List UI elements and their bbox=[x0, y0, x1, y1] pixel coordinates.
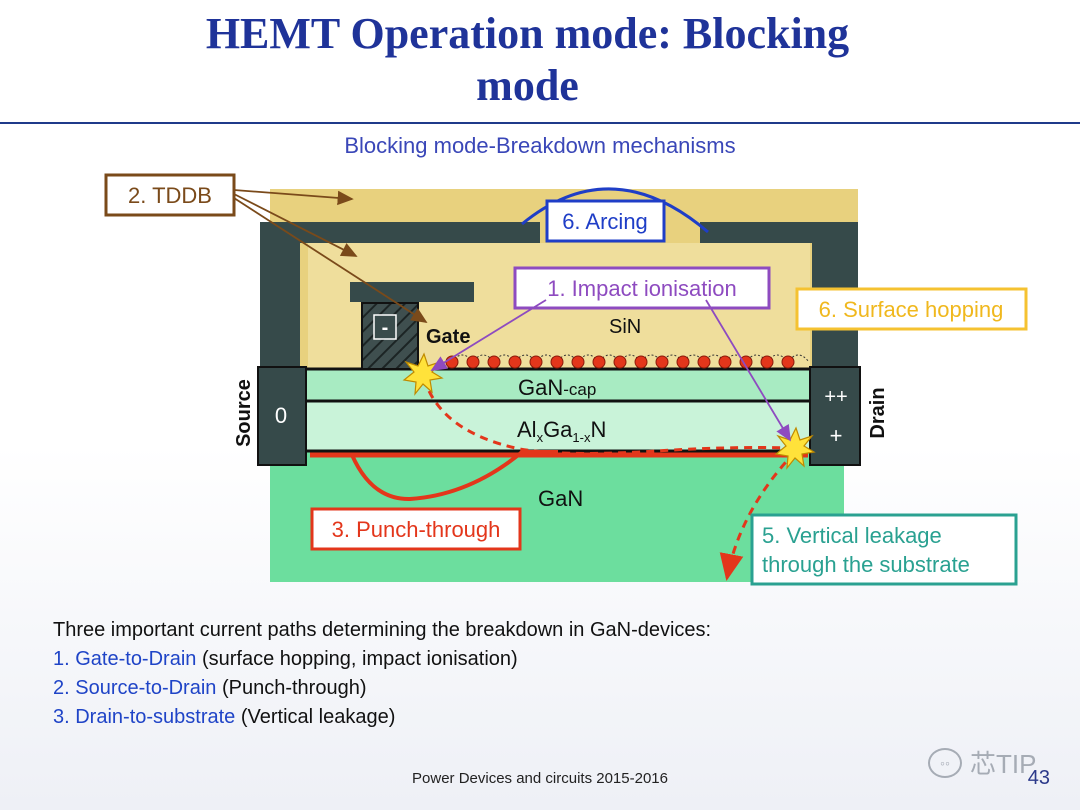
wechat-logo-icon: ◦◦ bbox=[928, 747, 962, 778]
slide-title-line-2: mode bbox=[476, 61, 579, 110]
gate-field-plate bbox=[350, 282, 474, 302]
summary-item-detail: (surface hopping, impact ionisation) bbox=[196, 648, 518, 670]
impact-arrow-gate bbox=[430, 299, 547, 371]
tddb-box bbox=[104, 173, 236, 217]
drain-potential-mid: + bbox=[830, 423, 843, 448]
impact-ionisation-box bbox=[513, 266, 771, 310]
summary-intro: Three important current paths determinin… bbox=[53, 619, 712, 641]
slide-title-line-1: HEMT Operation mode: Blocking bbox=[205, 9, 850, 58]
watermark: ◦◦ 芯TIP bbox=[928, 744, 1036, 781]
tddb-arrow-2 bbox=[233, 193, 358, 257]
summary-item-name: 3. Drain-to-substrate bbox=[53, 706, 236, 728]
drain-contact bbox=[809, 366, 861, 466]
tddb-arrow-3 bbox=[233, 197, 428, 323]
watermark-text: 芯TIP bbox=[970, 749, 1037, 779]
gan-label: GaN bbox=[538, 486, 583, 511]
vertical-leakage-label-line-2: through the substrate bbox=[762, 552, 970, 577]
summary-item: 2. Source-to-Drain (Punch-through) bbox=[53, 674, 711, 703]
summary-item-name: 2. Source-to-Drain bbox=[53, 677, 217, 699]
drain-field-plate bbox=[700, 222, 858, 369]
source-field-plate bbox=[260, 222, 540, 369]
punch-through-path bbox=[312, 450, 558, 502]
summary-item-name: 1. Gate-to-Drain bbox=[53, 648, 197, 670]
title-divider bbox=[0, 122, 1080, 124]
impact-arrow-drain bbox=[705, 299, 791, 442]
drain-potential-top: ++ bbox=[824, 386, 847, 408]
source-potential: 0 bbox=[275, 403, 287, 428]
diagram-heading: Blocking mode-Breakdown mechanisms bbox=[344, 133, 736, 158]
gate-label: Gate bbox=[426, 326, 470, 348]
surface-hopping-box bbox=[795, 287, 1028, 331]
vertical-leakage-path bbox=[719, 450, 797, 581]
summary-item: 1. Gate-to-Drain (surface hopping, impac… bbox=[53, 645, 711, 674]
arcing-label: 6. Arcing bbox=[562, 209, 648, 234]
sin-label: SiN bbox=[609, 316, 641, 338]
gate-charge-box bbox=[373, 314, 397, 340]
vertical-leakage-box bbox=[750, 513, 1018, 586]
summary-item: 3. Drain-to-substrate (Vertical leakage) bbox=[53, 703, 711, 732]
tddb-label: 2. TDDB bbox=[128, 183, 212, 208]
punch-through-box bbox=[310, 507, 522, 551]
drain-label: Drain bbox=[867, 387, 889, 438]
gate-charge-sign: - bbox=[382, 317, 389, 339]
gan-cap-layer bbox=[300, 369, 810, 401]
tddb-arrow-1 bbox=[233, 189, 354, 206]
source-contact bbox=[257, 366, 307, 466]
summary-item-detail: (Vertical leakage) bbox=[235, 706, 396, 728]
page-number: 43 bbox=[1027, 767, 1050, 789]
summary-item-detail: (Punch-through) bbox=[216, 677, 367, 699]
breakdown-summary: Three important current paths determinin… bbox=[53, 616, 711, 732]
slide-footer: Power Devices and circuits 2015-2016 bbox=[412, 770, 668, 787]
source-label: Source bbox=[233, 379, 255, 447]
algan-barrier-layer bbox=[300, 401, 810, 452]
punch-through-label: 3. Punch-through bbox=[332, 517, 501, 542]
surface-hopping-label: 6. Surface hopping bbox=[819, 297, 1004, 322]
arcing-box bbox=[545, 199, 666, 243]
arcing-arc bbox=[521, 187, 709, 234]
gan-cap-label: GaN-cap bbox=[518, 375, 596, 400]
vertical-leakage-label-line-1: 5. Vertical leakage bbox=[762, 523, 942, 548]
impact-ionisation-label: 1. Impact ionisation bbox=[547, 276, 737, 301]
algan-label: AlxGa1-xN bbox=[517, 417, 606, 445]
slide-title: HEMT Operation mode: Blocking mode bbox=[0, 8, 1055, 112]
